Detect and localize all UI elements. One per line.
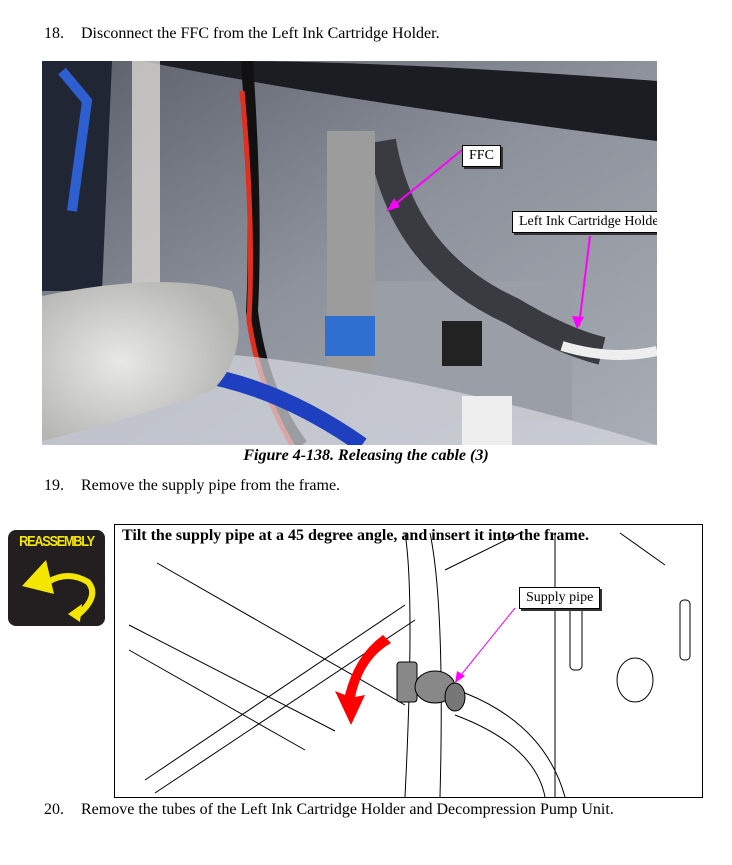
step-text: Remove the supply pipe from the frame. [81,477,341,494]
figure-caption: Figure 4-138. Releasing the cable (3) [243,447,489,464]
reassembly-box: Tilt the supply pipe at a 45 degree angl… [114,524,703,798]
step-number: 18. [44,25,64,42]
reassembly-icon: REASSEMBLY [8,530,105,626]
supply-pipe-diagram [128,532,691,797]
photo-releasing-cable: FFC Left Ink Cartridge Holder [42,61,657,445]
step-number: 20. [44,801,64,818]
step-number: 19. [44,477,64,494]
printer-interior-photo [42,61,657,445]
callout-supply-pipe: Supply pipe [519,587,601,609]
step-text: Disconnect the FFC from the Left Ink Car… [81,25,440,42]
reassembly-instruction: Tilt the supply pipe at a 45 degree angl… [122,527,589,544]
reassembly-label: REASSEMBLY [19,533,95,550]
return-arrow-icon [22,560,96,622]
step-text: Remove the tubes of the Left Ink Cartrid… [81,801,614,818]
callout-left-ink-cartridge-holder: Left Ink Cartridge Holder [512,211,657,233]
callout-ffc: FFC [462,145,501,167]
